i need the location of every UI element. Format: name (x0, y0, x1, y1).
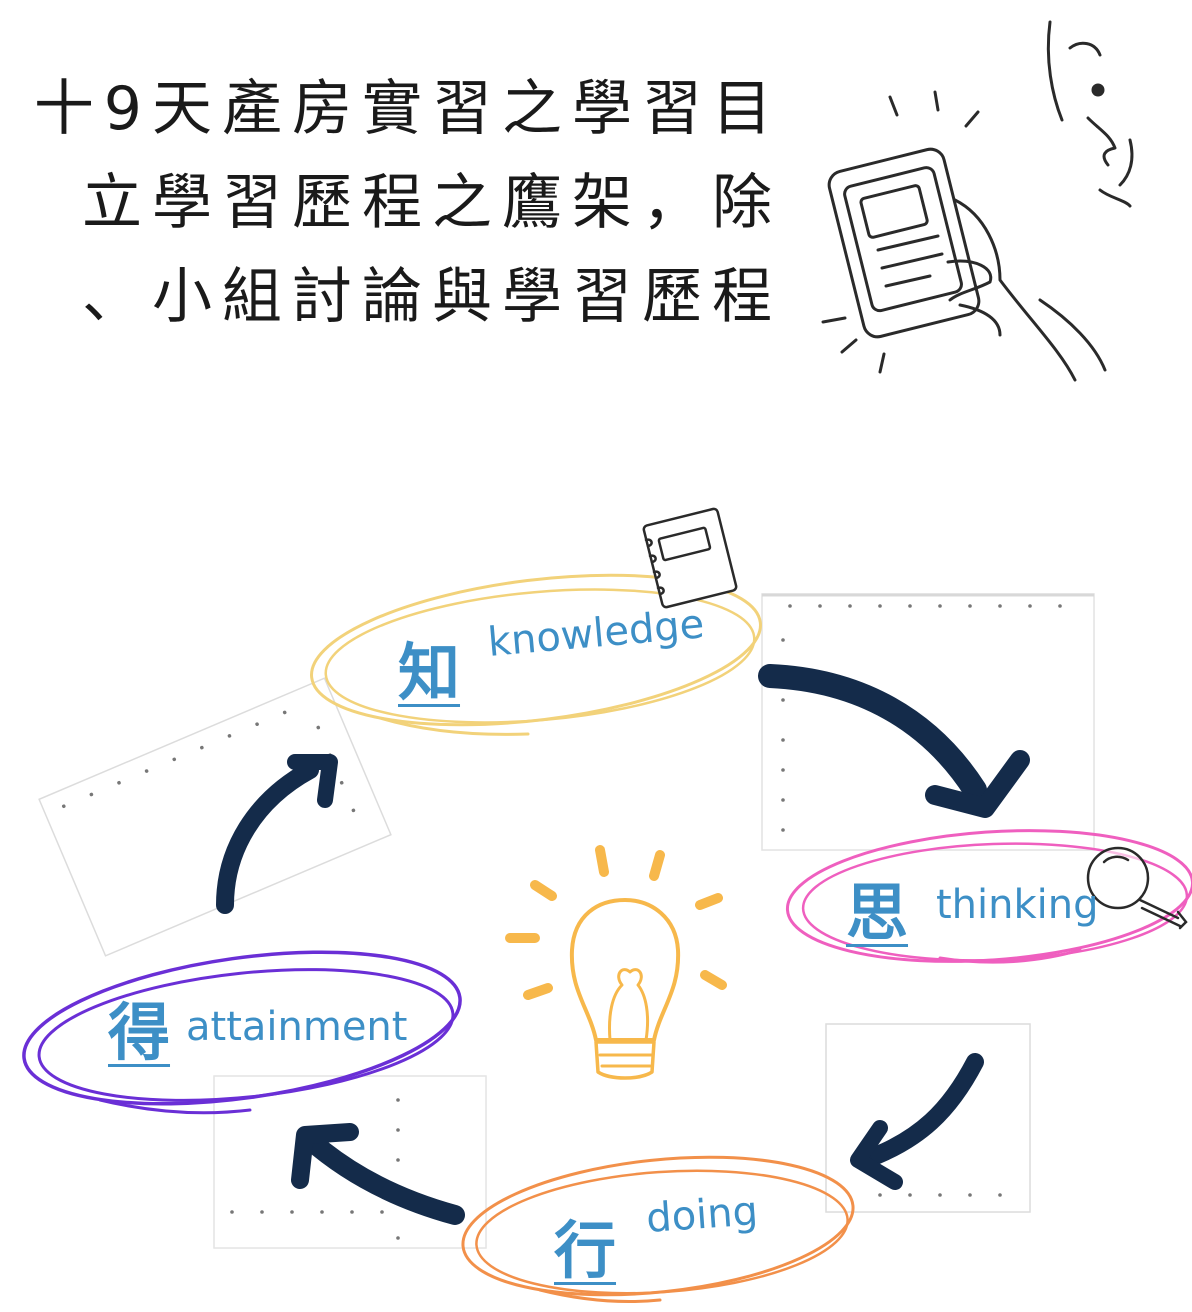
magnifier-icon (1086, 846, 1188, 930)
lightbulb-icon (505, 845, 727, 1080)
notebook-icon (642, 507, 738, 609)
stage-knowledge-char: 知 (398, 636, 461, 709)
ring-attainment (22, 950, 462, 1115)
phone-in-hand-sketch-icon (821, 20, 1134, 382)
stage-doing-word: doing (644, 1188, 760, 1242)
ring-knowledge (310, 573, 762, 736)
headline: 十9天產房實習之學習目 立學習歷程之鷹架，除 、小組討論與學習歷程 (0, 62, 782, 344)
headline-line-2: 立學習歷程之鷹架，除 (82, 168, 782, 238)
headline-line-1: 十9天產房實習之學習目 (33, 74, 782, 144)
arrow-thinking-to-doing (850, 1053, 984, 1190)
stage-attainment-char: 得 (108, 996, 171, 1069)
ring-doing (461, 1155, 855, 1304)
stage-thinking-char: 思 (846, 876, 909, 949)
stage-attainment-word: attainment (186, 1004, 408, 1050)
paper-panel-left (38, 677, 392, 957)
arrow-doing-to-attainment (291, 1123, 465, 1225)
headline-line-3: 、小組討論與學習歷程 (82, 262, 782, 332)
stage-thinking-word: thinking (936, 882, 1099, 928)
ring-thinking (785, 829, 1192, 964)
arrow-knowledge-to-thinking (758, 664, 1030, 818)
stage-doing-char: 行 (554, 1214, 617, 1287)
arrow-attainment-to-knowledge (216, 754, 338, 914)
